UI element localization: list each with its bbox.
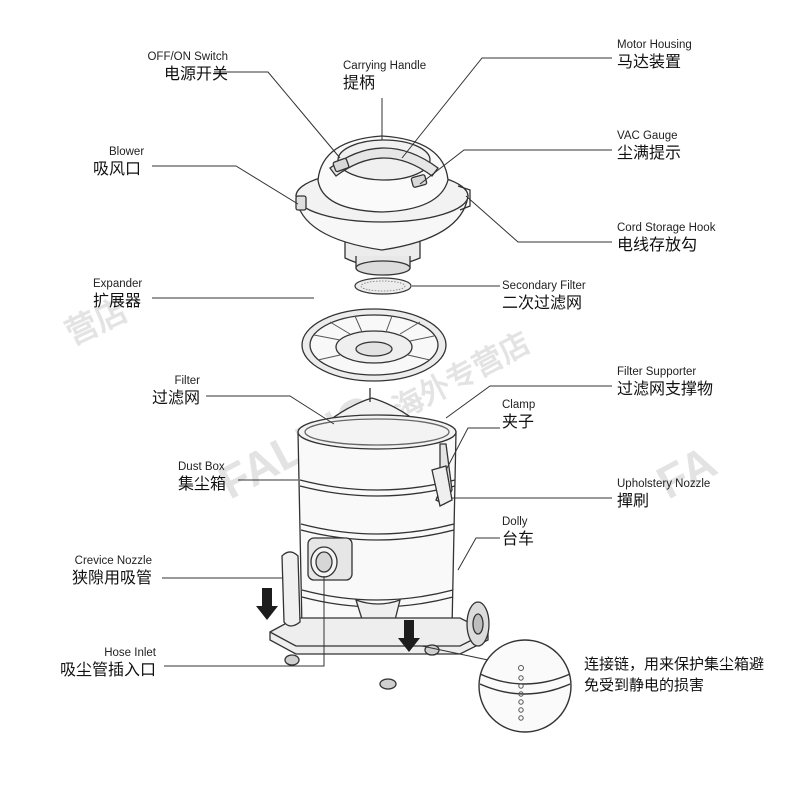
- label-filter-supporter: Filter Supporter 过滤网支撑物: [617, 365, 713, 399]
- label-dolly: Dolly 台车: [502, 515, 534, 549]
- crevice-nozzle-shape: [281, 551, 301, 627]
- label-crevice-nozzle: Crevice Nozzle 狭隙用吸管: [40, 554, 152, 588]
- label-en: Cord Storage Hook: [617, 222, 716, 234]
- label-zh: 狭隙用吸管: [71, 568, 152, 587]
- label-zh: 电源开关: [163, 64, 228, 83]
- label-hose-inlet: Hose Inlet 吸尘管插入口: [40, 646, 156, 680]
- tank-rim-inner: [304, 418, 450, 446]
- dolly-caster-front: [379, 678, 397, 690]
- label-en: Secondary Filter: [502, 280, 586, 292]
- down-arrows: [256, 588, 420, 652]
- motor-head: [295, 135, 471, 276]
- label-expander: Expander 扩展器: [93, 277, 142, 311]
- label-clamp: Clamp 夹子: [502, 398, 535, 432]
- cord-hook-shape: [457, 185, 471, 211]
- tank-rim: [297, 414, 457, 450]
- label-zh: 台车: [502, 529, 535, 548]
- label-zh: 二次过滤网: [502, 293, 583, 312]
- switch-shape: [332, 157, 350, 173]
- label-zh: 电线存放勾: [617, 235, 698, 254]
- upholstery-nozzle-shape: [431, 465, 453, 507]
- dolly-caster-left: [284, 654, 300, 666]
- label-zh: 夹子: [502, 412, 535, 431]
- label-upholstery-nozzle: Upholstery Nozzle 撣刷: [617, 477, 710, 511]
- label-en: Clamp: [502, 399, 536, 411]
- label-en: Carrying Handle: [343, 60, 427, 72]
- blower-shape: [295, 195, 307, 211]
- label-zh: 扩展器: [93, 291, 142, 310]
- expander-shape: [301, 308, 447, 382]
- label-en: VAC Gauge: [617, 130, 678, 142]
- label-zh: 集尘箱: [178, 474, 227, 493]
- label-en: Dust Box: [178, 461, 225, 473]
- label-motor-housing: Motor Housing 马达装置: [617, 38, 692, 72]
- leader-lines: [152, 57, 612, 667]
- chain-detail-zoom: [421, 639, 572, 733]
- label-en: Dolly: [502, 516, 528, 528]
- dolly-caster-back: [424, 644, 440, 656]
- label-en: Crevice Nozzle: [74, 555, 152, 567]
- label-off-on-switch: OFF/ON Switch 电源开关: [118, 50, 228, 84]
- motor-stack-bottom: [355, 260, 411, 276]
- label-zh: 吸风口: [93, 159, 142, 178]
- secondary-filter-shape: [354, 277, 412, 295]
- label-zh: 撣刷: [617, 491, 650, 510]
- label-blower: Blower 吸风口: [93, 145, 144, 179]
- label-vac-gauge: VAC Gauge 尘满提示: [617, 129, 681, 163]
- label-zh: 过滤网支撑物: [617, 379, 714, 398]
- label-en: OFF/ON Switch: [147, 51, 228, 63]
- chain-note: 连接链，用来保护集尘箱避免受到静电的损害: [584, 655, 765, 694]
- label-cord-storage-hook: Cord Storage Hook 电线存放勾: [617, 221, 715, 255]
- arrow-down-icon: [398, 620, 420, 652]
- label-en: Hose Inlet: [104, 647, 156, 659]
- label-dust-box: Dust Box 集尘箱: [178, 460, 226, 494]
- tank-shape: [297, 388, 457, 645]
- label-en: Filter Supporter: [617, 366, 697, 378]
- label-zh: 尘满提示: [617, 143, 682, 162]
- dome-top: [337, 139, 431, 181]
- label-zh: 过滤网: [151, 388, 200, 407]
- label-en: Motor Housing: [617, 39, 692, 51]
- label-en: Upholstery Nozzle: [617, 478, 711, 490]
- label-secondary-filter: Secondary Filter 二次过滤网: [502, 279, 586, 313]
- label-en: Filter: [174, 375, 200, 387]
- arrow-down-icon: [256, 588, 278, 620]
- label-filter: Filter 过滤网: [138, 374, 200, 408]
- label-zh: 马达装置: [617, 52, 682, 71]
- label-zh: 提柄: [343, 73, 376, 92]
- label-en: Blower: [109, 146, 145, 158]
- label-zh: 吸尘管插入口: [59, 660, 156, 679]
- label-en: Expander: [93, 278, 143, 290]
- label-carrying-handle: Carrying Handle 提柄: [343, 59, 426, 93]
